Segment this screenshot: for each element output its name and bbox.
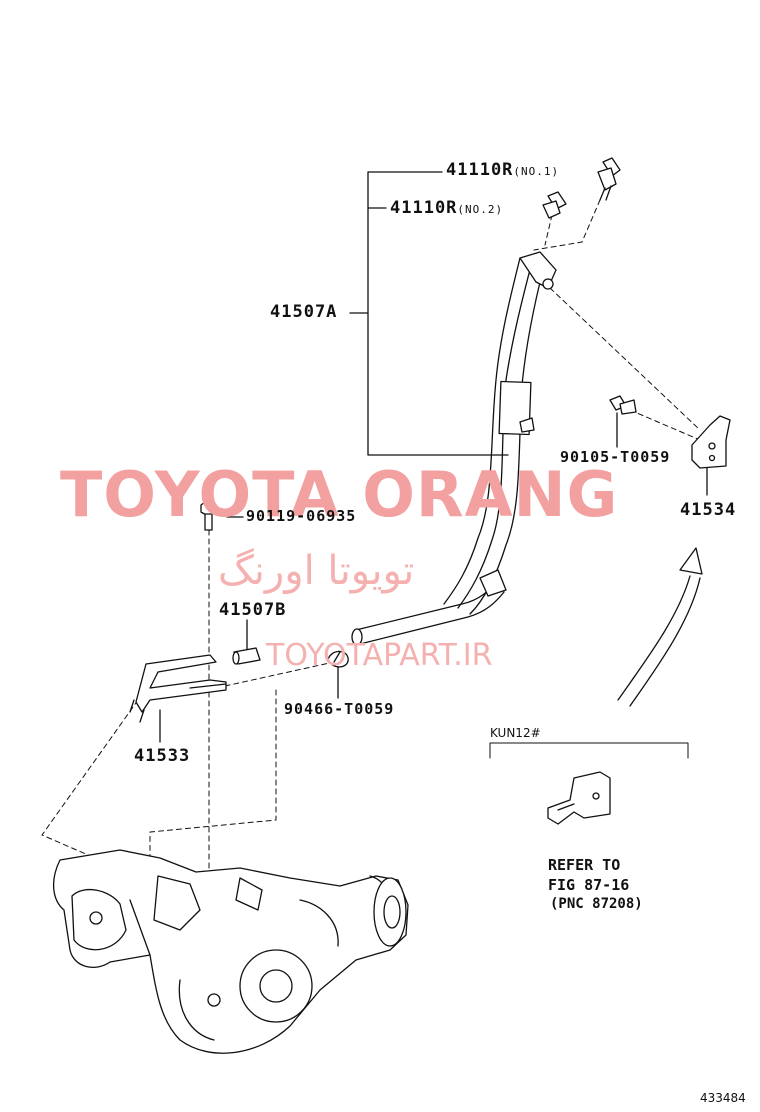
leader-lines	[159, 171, 708, 759]
refer-line-1: REFER TO	[548, 856, 621, 874]
label-41507b: 41507B	[219, 600, 287, 620]
watermark-site: TOYOTAPART.IR	[266, 638, 493, 673]
fitting-41110r-no2	[542, 191, 567, 219]
part-number: 41110R	[390, 198, 458, 218]
label-90466: 90466-T0059	[284, 700, 395, 718]
part-suffix: (NO.2)	[457, 203, 504, 216]
diagram-id: 433484	[700, 1091, 746, 1105]
bracket-41534	[691, 415, 731, 469]
bolt-90105	[609, 395, 637, 415]
bolt-90119	[200, 499, 217, 531]
label-41507a: 41507A	[270, 302, 338, 322]
part-suffix: (NO.1)	[513, 165, 560, 178]
label-90119: 90119-06935	[246, 507, 357, 525]
label-90105: 90105-T0059	[560, 448, 671, 466]
variant-code: KUN12#	[490, 726, 541, 740]
tube-41533	[129, 654, 227, 723]
label-41534: 41534	[680, 500, 737, 520]
bracket-kun12	[547, 771, 611, 825]
refer-line-2: FIG 87-16	[548, 876, 630, 894]
watermark-persian: تویوتا اورنگ	[218, 548, 415, 594]
label-41533: 41533	[134, 746, 191, 766]
label-41110r-no1: 41110R(NO.1)	[446, 160, 559, 180]
fitting-41110r-no1	[597, 157, 621, 201]
direction-arrow	[617, 547, 703, 707]
label-41110r-no2: 41110R(NO.2)	[390, 198, 503, 218]
assembly-dashed-lines	[41, 199, 701, 891]
breather-hose-41507a	[443, 251, 557, 615]
clip-90466	[327, 650, 349, 668]
part-number: 41110R	[446, 160, 514, 180]
hose-41507b	[232, 647, 261, 665]
watermark-brand: TOYOTA ORANG	[60, 458, 619, 531]
lower-hose	[351, 569, 507, 646]
differential-housing	[53, 849, 409, 1054]
refer-line-3: (PNC 87208)	[550, 896, 643, 912]
